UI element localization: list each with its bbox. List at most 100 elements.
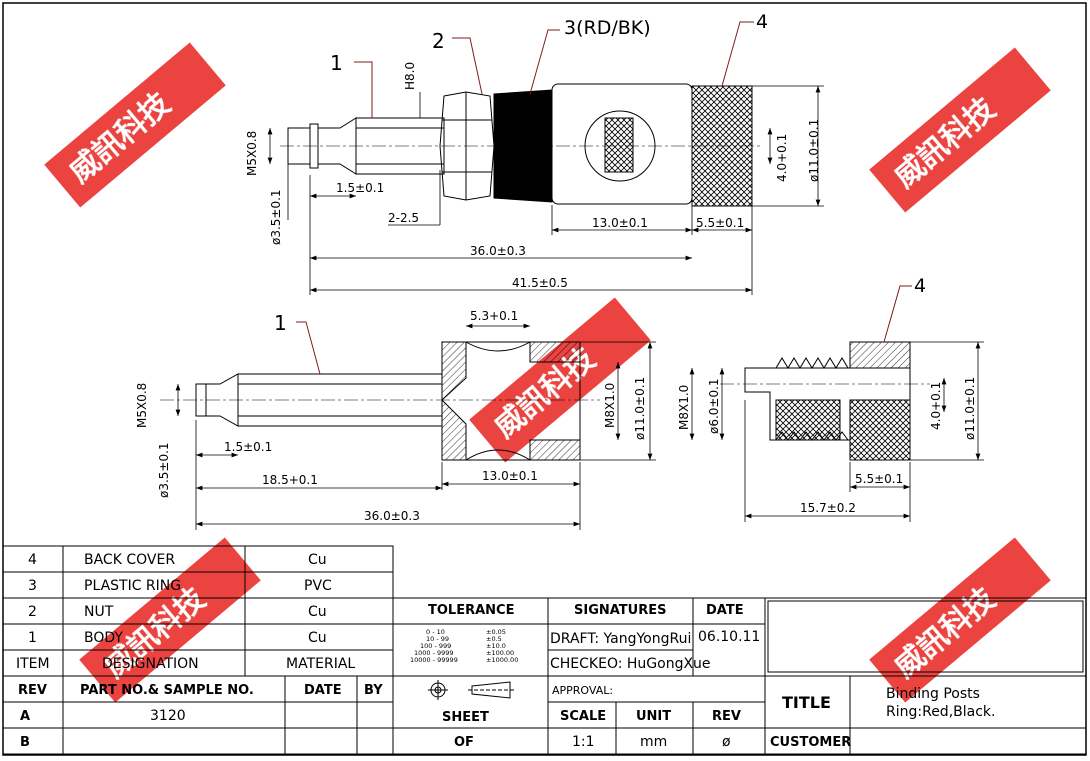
tol-value: ±100.00 xyxy=(486,649,514,657)
inner-thread xyxy=(775,399,841,441)
of-label: OF xyxy=(454,735,474,750)
callout-leader-mid xyxy=(296,321,321,375)
tol-value: ±1000.00 xyxy=(486,656,518,664)
bom-material: PVC xyxy=(304,578,332,594)
bom-material: Cu xyxy=(308,552,327,568)
rev-label: REV xyxy=(712,709,741,724)
by-header: BY xyxy=(364,683,383,698)
bom-designation: BODY xyxy=(84,630,123,646)
bom-item: 1 xyxy=(28,630,37,646)
dim-53-mid: 5.3+0.1 xyxy=(470,309,518,323)
unit-label: UNIT xyxy=(636,709,671,724)
dim-185-mid: 18.5+0.1 xyxy=(262,473,318,487)
bom-designation: BACK COVER xyxy=(84,552,175,568)
dim-415-top: 41.5±0.5 xyxy=(512,276,568,290)
shaft-collar xyxy=(309,123,319,169)
title-line-1: Binding Posts xyxy=(886,686,980,702)
scale-value: 1:1 xyxy=(572,734,595,750)
hatch xyxy=(529,439,581,461)
watermark-stamp: 威訊科技 xyxy=(869,537,1051,703)
tol-range: 100 - 999 xyxy=(420,642,451,650)
draft-signature: DRAFT: YangYongRui xyxy=(550,631,691,647)
hatch xyxy=(849,341,911,369)
dim-d11-mid: ø11.0±0.1 xyxy=(633,377,647,440)
rev-header: REV xyxy=(18,683,47,698)
dim-d35-top: ø3.5±0.1 xyxy=(269,189,283,245)
callout-leader-2 xyxy=(452,37,483,95)
callout-1-mid: 1 xyxy=(274,311,287,335)
tol-value: ±10.0 xyxy=(486,642,506,650)
cover-knurl xyxy=(849,399,911,461)
dim-d11-r: ø11.0±0.1 xyxy=(963,377,977,440)
callout-leader-right xyxy=(883,285,912,343)
dim-h8-top: H8.0 xyxy=(403,62,417,90)
watermark-stamp: 威訊科技 xyxy=(869,47,1051,213)
tolerance-title: TOLERANCE xyxy=(428,603,514,618)
logo-box xyxy=(767,600,1084,673)
callout-4-top: 4 xyxy=(756,11,768,33)
title-label: TITLE xyxy=(782,693,831,712)
scale-label: SCALE xyxy=(560,709,606,724)
tol-value: ±0.5 xyxy=(486,635,502,643)
tol-range: 10 - 99 xyxy=(426,635,449,643)
top-dimensions xyxy=(267,85,824,295)
back-cover-view xyxy=(720,341,930,461)
mid-dimensions xyxy=(175,323,656,530)
dim-36-top: 36.0±0.3 xyxy=(470,244,526,258)
nut xyxy=(439,91,495,201)
part-header: PART NO.& SAMPLE NO. xyxy=(80,683,254,698)
bom-designation: PLASTIC RING xyxy=(84,578,181,594)
customer-label: CUSTOMER xyxy=(770,735,851,750)
bom-item: 2 xyxy=(28,604,37,620)
top-assembly-view xyxy=(280,83,760,207)
tol-range: 10000 - 99999 xyxy=(410,656,458,664)
thread-teeth xyxy=(775,357,849,369)
callout-2-top: 2 xyxy=(432,29,445,53)
projection-symbol-icon xyxy=(428,680,514,700)
bom-header-item: ITEM xyxy=(16,656,50,672)
mid-labels: M5X0.8 ø3.5±0.1 1.5±0.1 18.5+0.1 13.0±0.… xyxy=(135,309,647,523)
bom-item: 3 xyxy=(28,578,37,594)
hatch xyxy=(529,341,581,363)
dim-55-top: 5.5±0.1 xyxy=(696,216,744,230)
bom-header-material: MATERIAL xyxy=(286,656,355,672)
tol-range: 0 - 10 xyxy=(426,628,445,636)
dim-225-top: 2-2.5 xyxy=(388,211,419,225)
dim-40-r: 4.0+0.1 xyxy=(929,382,943,430)
dim-d35-mid: ø3.5±0.1 xyxy=(157,442,171,498)
watermark-stamp: 威訊科技 xyxy=(44,42,226,208)
dim-13-mid: 13.0±0.1 xyxy=(482,469,538,483)
title-line-2: Ring:Red,Black. xyxy=(886,704,995,720)
hatch xyxy=(441,341,467,402)
callout-leader-1 xyxy=(354,61,373,118)
bore-curve xyxy=(465,449,531,461)
rev-row-b: B xyxy=(20,735,30,750)
date-value: 06.10.11 xyxy=(698,629,760,645)
date-title: DATE xyxy=(706,603,744,618)
callout-4-right: 4 xyxy=(914,275,926,297)
dim-m5-mid: M5X0.8 xyxy=(135,383,149,428)
callout-leader-4 xyxy=(721,21,754,87)
bom-item: 4 xyxy=(28,552,37,568)
bom-header-designation: DESIGNATION xyxy=(102,656,199,672)
rev-row-a: A xyxy=(20,709,30,724)
rev-value: ø xyxy=(722,734,731,750)
tol-value: ±0.05 xyxy=(486,628,506,636)
date-header: DATE xyxy=(304,683,342,698)
sheet-label: SHEET xyxy=(442,710,489,725)
bom-designation: NUT xyxy=(84,604,114,620)
dim-15-mid: 1.5±0.1 xyxy=(224,440,272,454)
dim-d6-r: ø6.0±0.1 xyxy=(707,378,721,434)
body-section-view xyxy=(160,341,600,461)
hole-thread xyxy=(604,117,634,173)
signatures-title: SIGNATURES xyxy=(574,603,666,618)
hatch xyxy=(441,398,467,461)
dim-m8-r: M8X1.0 xyxy=(677,385,691,430)
checked-signature: CHECKEO: HuGongXue xyxy=(550,656,711,672)
dim-m8-mid: M8X1.0 xyxy=(603,383,617,428)
dim-15-top: 1.5±0.1 xyxy=(336,181,384,195)
right-dimensions xyxy=(689,341,984,522)
tol-range: 1000 - 9999 xyxy=(414,649,454,657)
